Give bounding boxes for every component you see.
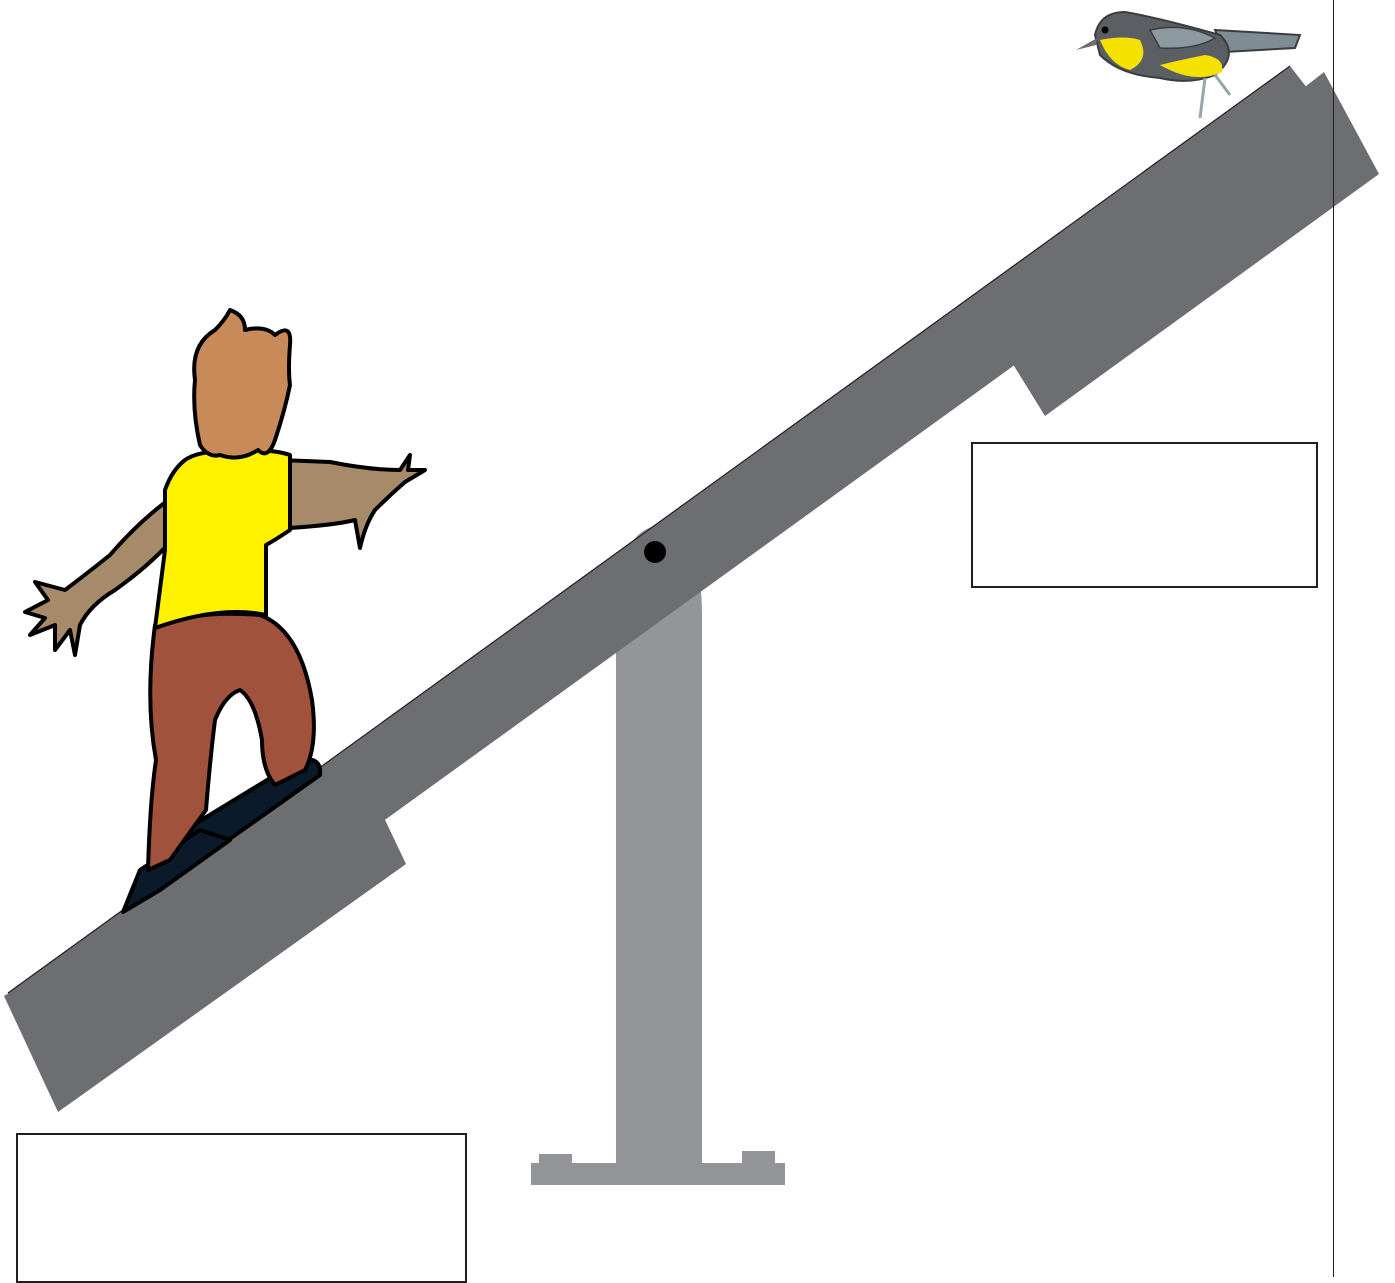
boy-shirt (155, 451, 290, 628)
stand-foot-right (742, 1151, 775, 1166)
bird-eye (1102, 27, 1109, 34)
bird-beak (1076, 38, 1097, 50)
boy-arm-right (280, 455, 425, 548)
bird-leg (1200, 75, 1230, 118)
stand-foot-left (539, 1154, 572, 1166)
boy-hair (194, 310, 290, 458)
pivot-pin (644, 541, 666, 563)
stand-base (531, 1163, 785, 1185)
right-border-line (1333, 0, 1334, 1277)
label-box-left[interactable] (16, 1133, 467, 1283)
label-box-right[interactable] (971, 442, 1318, 588)
